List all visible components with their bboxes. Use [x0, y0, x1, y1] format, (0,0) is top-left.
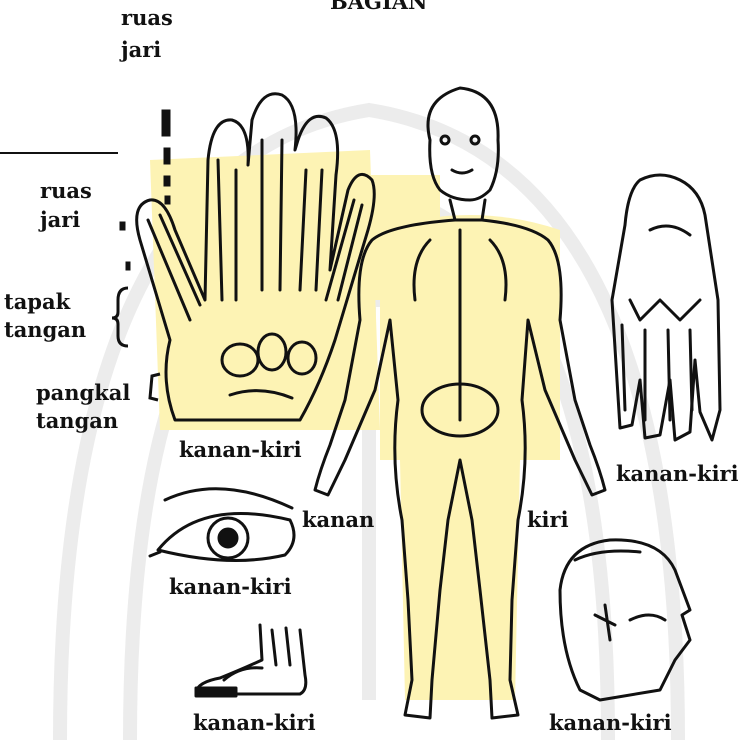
label-ruas-jari-top-line1: ruas — [121, 6, 173, 29]
foot-top-drawing — [612, 175, 720, 440]
label-ruas-jari-top-line2: jari — [121, 38, 161, 61]
label-hand: kanan-kiri — [179, 438, 302, 461]
label-foot-side: kanan-kiri — [193, 711, 316, 734]
label-foot-top: kanan-kiri — [616, 462, 738, 485]
label-body-left: kiri — [527, 508, 569, 531]
label-head: kanan-kiri — [549, 711, 672, 734]
label-tapak-tangan-line1: tapak — [4, 290, 70, 313]
header-fragment: BAGIAN — [330, 0, 427, 13]
label-pangkal-tangan-line1: pangkal — [36, 381, 130, 404]
marker-dash-1 — [162, 110, 170, 136]
label-pangkal-tangan-line2: tangan — [36, 409, 118, 432]
label-tapak-tangan-line2: tangan — [4, 318, 86, 341]
foot-side-drawing — [196, 625, 306, 696]
marker-dash-4 — [165, 196, 170, 204]
label-ruas-jari-mid-line2: jari — [40, 208, 80, 231]
marker-dash-3 — [164, 176, 170, 186]
marker-dash-5 — [120, 222, 125, 230]
label-ruas-jari-mid-line1: ruas — [40, 179, 92, 202]
eye-drawing — [150, 489, 294, 561]
marker-dash-6 — [126, 262, 130, 270]
label-body-right: kanan — [302, 508, 374, 531]
label-eye: kanan-kiri — [169, 575, 292, 598]
marker-dash-2 — [164, 148, 170, 164]
